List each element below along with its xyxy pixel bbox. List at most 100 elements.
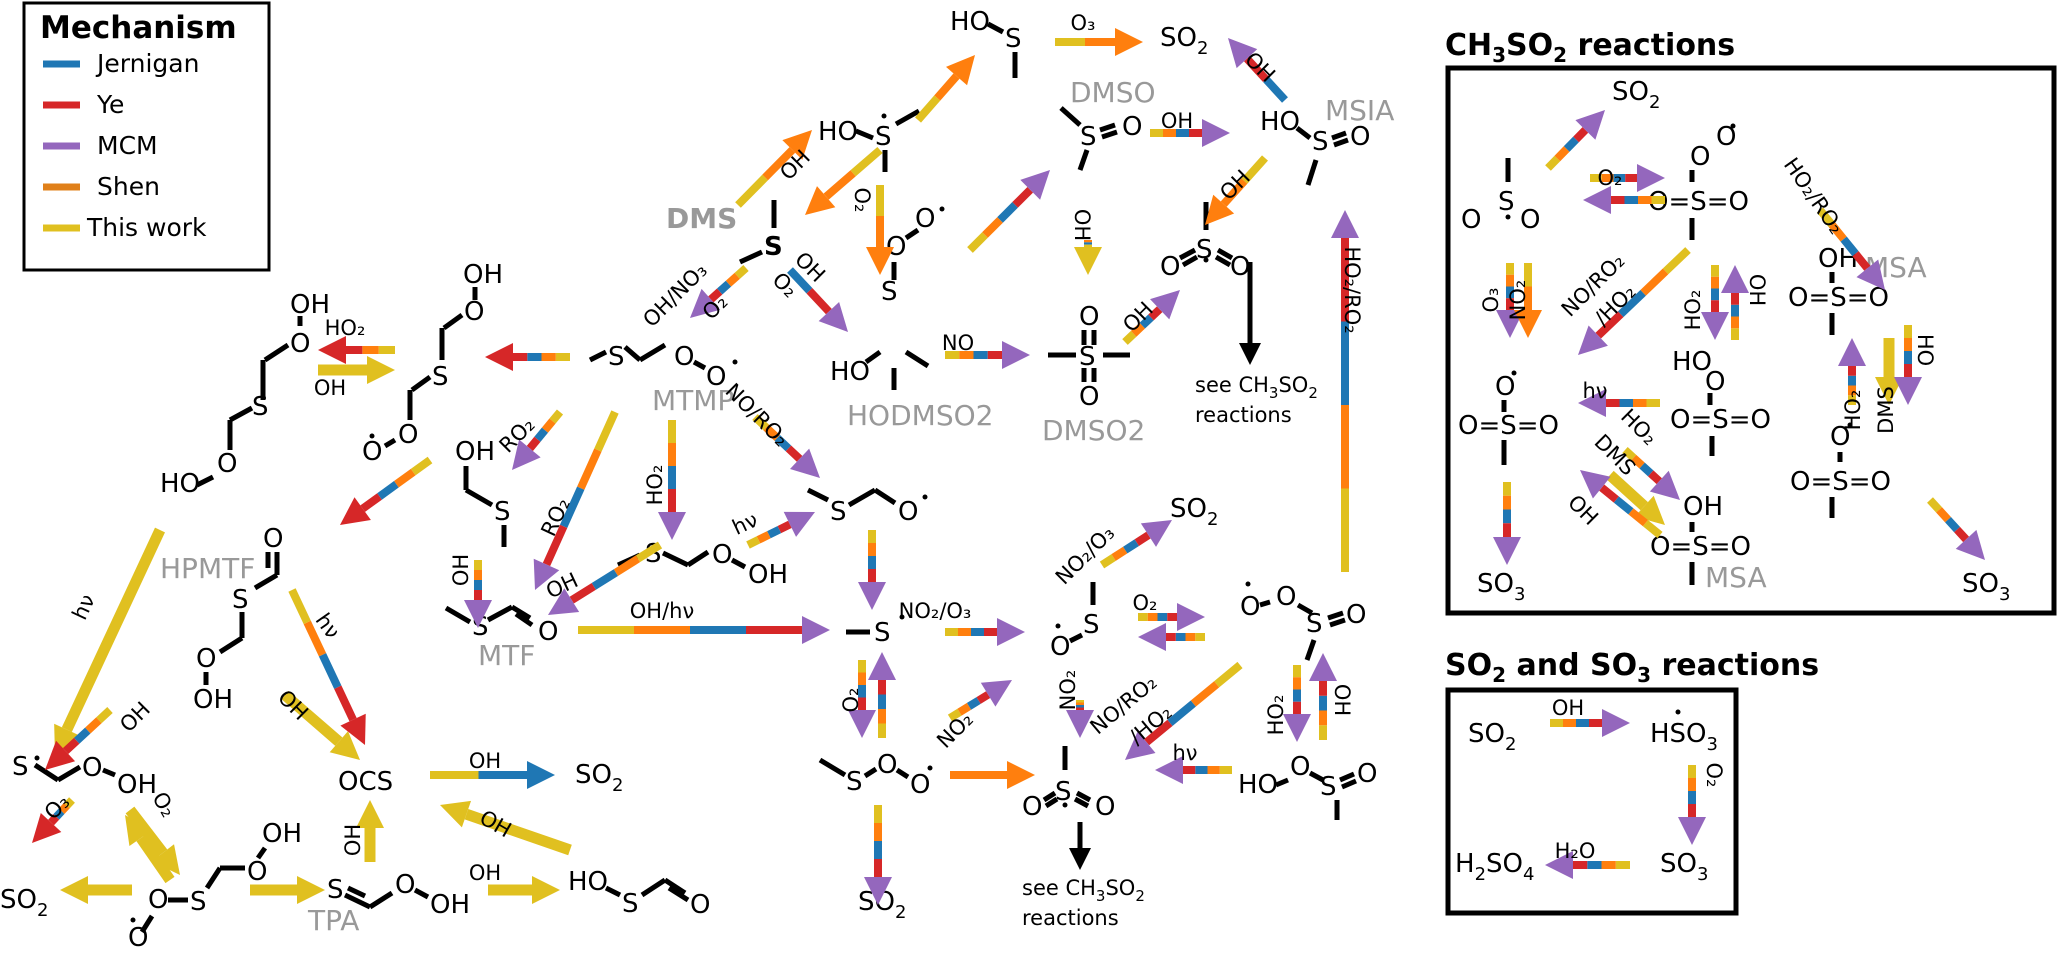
svg-text:HO: HO (818, 117, 858, 147)
arrow-shaft-segment (708, 288, 723, 303)
arrow-head (1514, 310, 1542, 338)
svg-text:OH: OH (1683, 492, 1723, 522)
arrow-shaft-segment (735, 174, 769, 208)
arrow-shaft-segment (1220, 178, 1248, 207)
so2-top: SO2 (1160, 23, 1208, 59)
reaction-arrow (45, 707, 113, 770)
arrow-shaft-segment (934, 73, 960, 101)
svg-text:H2SO4: H2SO4 (1455, 849, 1534, 885)
arrow-head (1701, 312, 1729, 340)
legend-item-label: Jernigan (95, 49, 199, 78)
reaction-arrow (1283, 665, 1311, 742)
svg-text:O: O (915, 204, 935, 234)
arrow-head (485, 343, 513, 371)
reaction-arrow (1550, 709, 1630, 737)
reaction-condition-label: O₃ (1479, 288, 1503, 313)
svg-text:S: S (830, 497, 847, 527)
svg-text:O: O (1050, 632, 1070, 662)
svg-text:OH: OH (290, 290, 330, 320)
reaction-arrow (1583, 186, 1665, 214)
svg-text:O: O (82, 753, 102, 783)
reaction-arrow (1074, 240, 1102, 275)
svg-text:S: S (1312, 127, 1329, 157)
reaction-arrow (848, 660, 876, 738)
reaction-condition-label: OH (449, 554, 473, 586)
molecule-mtmp: S OO (588, 342, 738, 392)
arrow-shaft-segment (1167, 700, 1196, 726)
hodmso2-label: HODMSO2 (847, 399, 993, 432)
svg-text:SO2: SO2 (1612, 77, 1660, 113)
reaction-condition-label: hν (1582, 379, 1607, 403)
arrow-shaft-segment (777, 520, 792, 534)
so2-so3-panel-frame (1445, 687, 1739, 916)
msia-label: MSIA (1325, 94, 1394, 127)
reaction-arrow (1055, 28, 1143, 56)
svg-text:O: O (1160, 252, 1180, 282)
svg-text:O: O (1495, 372, 1515, 402)
reaction-arrow (1228, 38, 1288, 103)
reaction-condition-label: hν (729, 507, 762, 539)
molecule-tpa: S O OH (327, 870, 470, 920)
svg-text:O: O (1357, 759, 1377, 789)
arrow-shaft-segment (58, 802, 70, 814)
reaction-arrow (1578, 247, 1691, 355)
arrow-shaft-segment (526, 436, 541, 451)
arrow-shaft-segment (1640, 268, 1669, 296)
reaction-arrow (488, 876, 560, 904)
svg-text:S: S (1055, 777, 1072, 807)
arrow-shaft-segment (1123, 539, 1139, 554)
svg-text:O: O (1240, 592, 1260, 622)
molecule-ch3sch2o-radical: S O (806, 487, 928, 527)
reaction-condition-label: OH (1563, 490, 1603, 530)
svg-text:S: S (1498, 187, 1515, 217)
molecule-ch3so-radical: S O (1050, 582, 1100, 662)
reaction-arrow (318, 356, 395, 384)
arrow-shaft-segment (288, 588, 311, 625)
arrow-shaft-segment (806, 288, 832, 315)
arrow-shaft-segment (1945, 516, 1961, 533)
reaction-arrow (1138, 623, 1205, 651)
arrow-head (1177, 603, 1205, 631)
arrow-head (60, 876, 88, 904)
svg-text:O=S=O: O=S=O (1650, 532, 1751, 562)
reaction-arrow (1309, 653, 1337, 740)
legend-item-label: Shen (97, 172, 160, 201)
ch3so2-panel-title: CH3SO2 reactions (1445, 28, 1735, 67)
reaction-condition-label: OH (469, 861, 501, 885)
arrow-head (318, 336, 346, 364)
arrow-head (1637, 164, 1665, 192)
arrow-shaft-segment (774, 435, 792, 452)
arrow-head (1002, 341, 1030, 369)
svg-text:O: O (877, 750, 897, 780)
molecule-ch3s-o-oo-radical: O O S O (1240, 581, 1366, 661)
reaction-condition-label: OH (1552, 696, 1584, 720)
molecule-ch3soh: HOS (950, 7, 1022, 78)
svg-text:HO: HO (830, 357, 870, 387)
arrow-head (1721, 265, 1749, 293)
arrow-shaft-segment (1134, 531, 1151, 546)
reaction-condition-label: hν (1172, 741, 1197, 765)
legend-item-label: This work (86, 213, 207, 242)
reaction-arrow (464, 560, 492, 628)
reaction-condition-label: OH (115, 697, 155, 737)
svg-text:S: S (1079, 342, 1096, 372)
arrow-head (1066, 710, 1094, 738)
molecule-hpmtf: O S OOH (193, 524, 283, 715)
reaction-condition-label: OH (1070, 209, 1094, 241)
svg-text:O: O (1830, 422, 1850, 452)
arrow-shaft-segment (63, 797, 75, 809)
molecule-hodmso2: SOO HO (830, 204, 945, 390)
arrow-shaft-segment (982, 217, 1003, 238)
arrow-head (864, 877, 892, 905)
legend-title: Mechanism (40, 10, 237, 46)
svg-text:HO: HO (568, 867, 608, 897)
svg-text:OH: OH (748, 560, 788, 590)
svg-text:O=S=O: O=S=O (1458, 411, 1559, 441)
arrow-head (790, 448, 820, 478)
reaction-condition-label: HO₂ (1841, 390, 1865, 431)
reaction-arrow (1066, 700, 1094, 738)
arrow-head (946, 55, 975, 86)
reaction-condition-label: HO₂ (643, 465, 667, 506)
